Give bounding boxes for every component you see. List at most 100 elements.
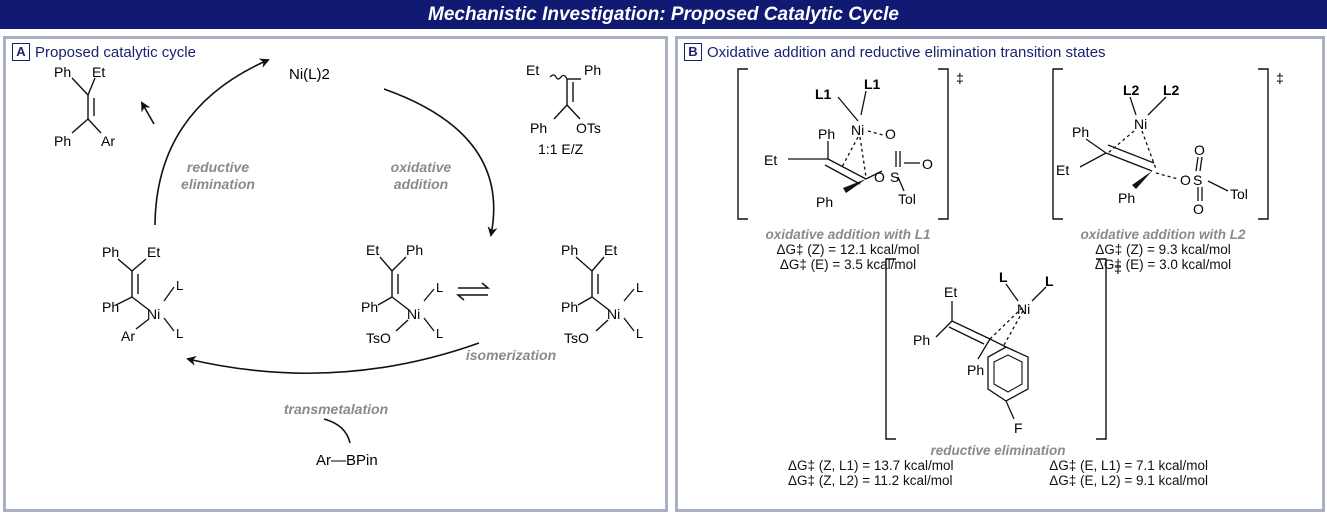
svg-text:L: L xyxy=(636,326,643,341)
ts-oxidative-addition-l1: ‡ L1 L1 Ni Ph Et Ph O O S O T xyxy=(737,68,964,220)
svg-text:S: S xyxy=(890,169,899,185)
arrow-transmetalation xyxy=(186,342,480,375)
panel-a-label: A xyxy=(12,43,30,61)
equilibrium-reverse-arrow xyxy=(455,294,488,301)
panel-b-title: B Oxidative addition and reductive elimi… xyxy=(684,43,1106,61)
arrow-product-release xyxy=(141,101,155,125)
svg-text:OTs: OTs xyxy=(576,120,601,136)
svg-text:TsO: TsO xyxy=(564,330,589,346)
ts2-energy-block: oxidative addition with L2 ΔG‡ (Z) = 9.3… xyxy=(1063,227,1263,272)
equilibrium-forward-arrow xyxy=(458,282,491,289)
svg-text:L2: L2 xyxy=(1163,82,1180,98)
panel-b-label: B xyxy=(684,43,702,61)
ts3-energy-z-l2: ΔG‡ (Z, L2) = 11.2 kcal/mol xyxy=(788,473,953,488)
svg-text:Ni: Ni xyxy=(407,306,420,322)
ts1-energy-e: ΔG‡ (E) = 3.5 kcal/mol xyxy=(779,257,917,272)
ts-oxidative-addition-l2: ‡ L2 L2 Ni Ph Et Ph O S O O T xyxy=(1052,68,1284,220)
svg-text:L: L xyxy=(176,278,183,293)
svg-text:Ni: Ni xyxy=(1134,116,1147,132)
svg-text:O: O xyxy=(922,156,933,172)
svg-text:F: F xyxy=(1014,420,1023,436)
svg-text:L1: L1 xyxy=(815,86,832,102)
svg-text:O: O xyxy=(1180,172,1191,188)
svg-text:Ph: Ph xyxy=(913,332,930,348)
svg-text:Et: Et xyxy=(92,64,105,80)
product-alkene: Ph Et Ph Ar xyxy=(54,64,115,149)
svg-text:Ph: Ph xyxy=(816,194,833,210)
panel-a-title: A Proposed catalytic cycle xyxy=(12,43,196,61)
svg-text:‡: ‡ xyxy=(1276,70,1284,86)
svg-text:O: O xyxy=(1193,201,1204,217)
panel-catalytic-cycle: A Proposed catalytic cycle Ni(L)2 Ph xyxy=(3,36,668,512)
svg-text:Ph: Ph xyxy=(584,62,601,78)
substrate-isomer-ratio: 1:1 E/Z xyxy=(538,141,584,157)
svg-text:Ph: Ph xyxy=(361,299,378,315)
svg-text:Tol: Tol xyxy=(1230,186,1248,202)
ts3-energy-row-1: ΔG‡ (Z, L1) = 13.7 kcal/mol ΔG‡ (E, L1) … xyxy=(788,458,1208,473)
label-oxidative: oxidative xyxy=(391,159,452,175)
panel-b-title-text: Oxidative addition and reductive elimina… xyxy=(707,43,1106,61)
svg-text:O: O xyxy=(885,126,896,142)
svg-text:Ph: Ph xyxy=(967,362,984,378)
ts3-energy-e-l2: ΔG‡ (E, L2) = 9.1 kcal/mol xyxy=(1049,473,1208,488)
svg-text:Ph: Ph xyxy=(406,242,423,258)
page-title: Mechanistic Investigation: Proposed Cata… xyxy=(428,3,899,25)
svg-text:Ph: Ph xyxy=(102,244,119,260)
svg-text:L: L xyxy=(176,326,183,341)
ts3-energy-block: reductive elimination ΔG‡ (Z, L1) = 13.7… xyxy=(788,443,1208,488)
svg-text:Tol: Tol xyxy=(898,191,916,207)
svg-text:Ph: Ph xyxy=(818,126,835,142)
svg-text:L2: L2 xyxy=(1123,82,1140,98)
transition-state-diagrams: ‡ L1 L1 Ni Ph Et Ph O O S O T xyxy=(737,68,1284,440)
arrow-oxidative-addition xyxy=(383,88,498,237)
svg-text:Ph: Ph xyxy=(561,299,578,315)
svg-text:L: L xyxy=(636,280,643,295)
boronate-feed-curve xyxy=(323,418,351,444)
aryl-nickel-intermediate: Ph Et Ph Ni L L Ar xyxy=(102,244,183,344)
svg-text:TsO: TsO xyxy=(366,330,391,346)
svg-text:Ni: Ni xyxy=(147,306,160,322)
label-isomerization: isomerization xyxy=(466,347,556,363)
svg-text:Ph: Ph xyxy=(1118,190,1135,206)
label-elimination: elimination xyxy=(181,176,255,192)
svg-text:Et: Et xyxy=(944,284,957,300)
svg-text:Ar: Ar xyxy=(101,133,115,149)
ts2-label: oxidative addition with L2 xyxy=(1080,227,1246,242)
tosyloxy-nickel-intermediate-1: Et Ph Ph Ni L L TsO xyxy=(361,242,443,346)
svg-text:L: L xyxy=(436,280,443,295)
label-transmetalation: transmetalation xyxy=(284,401,388,417)
svg-text:‡: ‡ xyxy=(1114,260,1122,276)
svg-text:Ph: Ph xyxy=(530,120,547,136)
svg-text:L: L xyxy=(436,326,443,341)
svg-text:Ph: Ph xyxy=(54,133,71,149)
ts3-energy-row-2: ΔG‡ (Z, L2) = 11.2 kcal/mol ΔG‡ (E, L2) … xyxy=(788,473,1208,488)
catalytic-cycle-diagram: Ni(L)2 Ph Et Ph Ar Et Ph Ph OTs xyxy=(54,58,643,469)
tosyloxy-nickel-intermediate-2: Ph Et Ph Ni L L TsO xyxy=(561,242,643,346)
svg-text:S: S xyxy=(1193,172,1202,188)
ts2-energy-e: ΔG‡ (E) = 3.0 kcal/mol xyxy=(1094,257,1232,272)
svg-text:Ph: Ph xyxy=(54,64,71,80)
page-title-banner: Mechanistic Investigation: Proposed Cata… xyxy=(0,0,1327,29)
arrow-reductive-elimination xyxy=(154,58,270,226)
catalyst-label: Ni(L)2 xyxy=(289,66,330,83)
ts1-energy-z: ΔG‡ (Z) = 12.1 kcal/mol xyxy=(776,242,920,257)
svg-text:L: L xyxy=(999,269,1008,285)
ts-reductive-elimination: ‡ Et L L Ni Ph Ph F xyxy=(885,258,1122,440)
svg-text:‡: ‡ xyxy=(956,70,964,86)
ts3-energy-z-l1: ΔG‡ (Z, L1) = 13.7 kcal/mol xyxy=(788,458,954,473)
ts3-label: reductive elimination xyxy=(930,443,1066,458)
svg-text:Ph: Ph xyxy=(102,299,119,315)
svg-text:L1: L1 xyxy=(864,76,881,92)
vinyl-tosylate-substrate: Et Ph Ph OTs xyxy=(526,62,601,136)
svg-text:Ph: Ph xyxy=(1072,124,1089,140)
svg-text:Ph: Ph xyxy=(561,242,578,258)
aryl-boronate-reagent: Ar—BPin xyxy=(316,452,378,469)
svg-text:Et: Et xyxy=(1056,162,1069,178)
panel-transition-states: B Oxidative addition and reductive elimi… xyxy=(675,36,1325,512)
svg-text:Ni: Ni xyxy=(851,122,864,138)
label-reductive: reductive xyxy=(187,159,249,175)
svg-text:O: O xyxy=(1194,142,1205,158)
panel-a-title-text: Proposed catalytic cycle xyxy=(35,43,196,61)
ts1-label: oxidative addition with L1 xyxy=(765,227,931,242)
svg-text:Ar: Ar xyxy=(121,328,135,344)
